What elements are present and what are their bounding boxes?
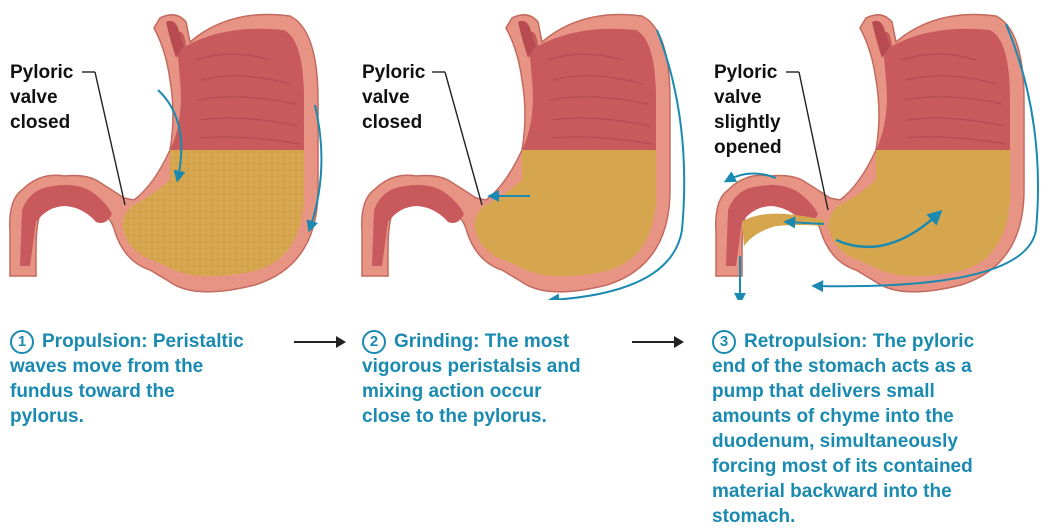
caption-text: stomach.	[712, 504, 974, 529]
next-step-arrow	[630, 332, 686, 352]
caption-title: Propulsion:	[42, 331, 148, 352]
pyloric-valve-label-3: Pyloric valve slightly opened	[714, 60, 782, 160]
caption-text: end of the stomach acts as a	[712, 354, 974, 379]
panel-2-illustration	[362, 14, 684, 300]
pyloric-valve-label-1: Pyloric valve closed	[10, 60, 73, 135]
pyloric-valve-label-2: Pyloric valve closed	[362, 60, 425, 135]
caption-text: vigorous peristalsis and	[362, 354, 581, 379]
caption-title: Grinding:	[394, 331, 479, 352]
caption-text: close to the pylorus.	[362, 404, 581, 429]
caption-text: pump that delivers small	[712, 379, 974, 404]
chyme-fill	[122, 150, 304, 276]
caption-text: material backward into the	[712, 479, 974, 504]
stomach-diagram	[0, 0, 1041, 300]
caption-text: The most	[485, 331, 569, 352]
caption-propulsion: 1 Propulsion: Peristaltic waves move from…	[10, 329, 244, 429]
chyme-in-duodenum	[742, 214, 824, 246]
caption-retropulsion: 3 Retropulsion: The pyloric end of the st…	[712, 329, 974, 529]
caption-title: Retropulsion:	[744, 331, 868, 352]
chyme-fill	[474, 150, 656, 276]
next-step-arrow	[292, 332, 348, 352]
caption-text: amounts of chyme into the	[712, 404, 974, 429]
chyme-fill	[828, 150, 1010, 276]
caption-text: mixing action occur	[362, 379, 581, 404]
step-number-badge: 3	[712, 330, 736, 354]
caption-text: waves move from the	[10, 354, 244, 379]
caption-text: forcing most of its contained	[712, 454, 974, 479]
caption-grinding: 2 Grinding: The most vigorous peristalsis…	[362, 329, 581, 429]
caption-text: fundus toward the	[10, 379, 244, 404]
panel-1-illustration	[10, 14, 322, 291]
caption-text: The pyloric	[873, 331, 974, 352]
caption-text: duodenum, simultaneously	[712, 429, 974, 454]
caption-text: Peristaltic	[153, 331, 244, 352]
step-number-badge: 2	[362, 330, 386, 354]
caption-text: pylorus.	[10, 404, 244, 429]
step-number-badge: 1	[10, 330, 34, 354]
